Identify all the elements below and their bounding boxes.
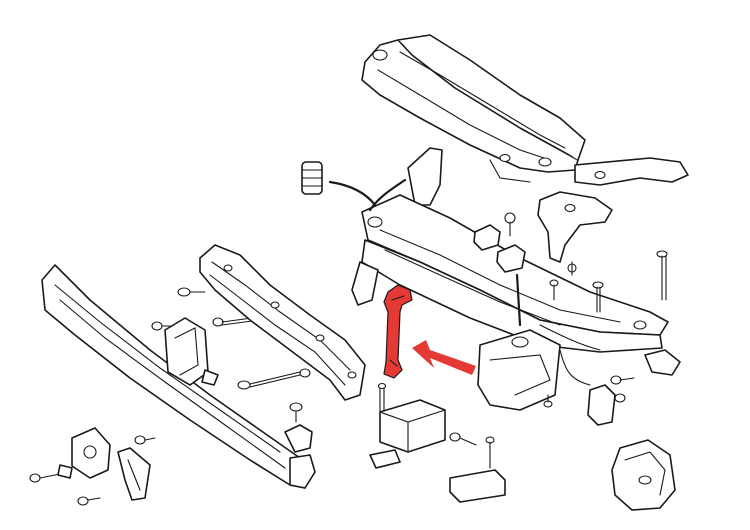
bolt — [656, 250, 668, 301]
bolt — [237, 371, 301, 390]
bump-stop — [301, 161, 377, 207]
bolt — [212, 317, 253, 327]
bolt — [549, 279, 559, 301]
right-bracket-upper — [537, 191, 613, 276]
upper-subframe — [361, 34, 689, 186]
small-clips — [473, 212, 526, 273]
left-rail — [199, 244, 366, 401]
center-bottom-box — [284, 399, 506, 503]
bolt — [610, 375, 635, 385]
crash-box — [164, 317, 219, 386]
bottom-left-parts — [57, 427, 151, 501]
pointer-arrow — [412, 340, 476, 375]
right-lower-mounts — [587, 349, 681, 511]
bolt — [592, 281, 604, 313]
bolt — [614, 393, 626, 403]
bolt — [134, 435, 156, 445]
bolt — [449, 432, 477, 446]
bolt — [543, 394, 553, 408]
bolt — [29, 473, 61, 483]
bolts — [29, 250, 668, 506]
bolt — [177, 287, 206, 297]
highlighted-bracket — [383, 284, 413, 379]
bolt — [77, 496, 101, 506]
bolt — [299, 368, 311, 378]
bolt — [485, 436, 495, 469]
bolt — [289, 402, 303, 423]
